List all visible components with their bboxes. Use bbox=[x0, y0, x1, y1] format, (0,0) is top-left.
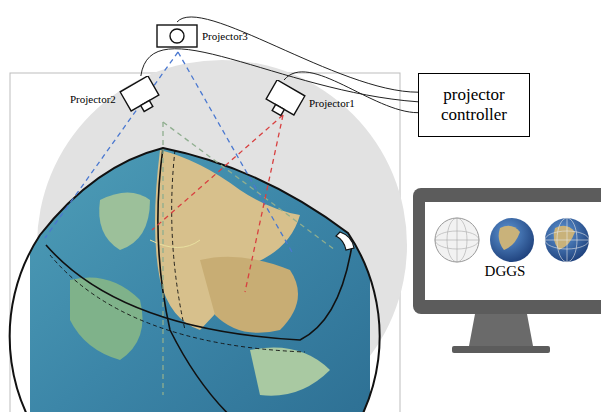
border-line bbox=[150, 240, 200, 248]
land bbox=[250, 348, 330, 396]
projector-symbol bbox=[119, 76, 163, 122]
cable bbox=[284, 72, 418, 113]
screen-label: DGGS bbox=[485, 263, 526, 279]
grid-lines bbox=[545, 218, 589, 262]
ocean bbox=[30, 140, 370, 412]
earth-bowl bbox=[30, 140, 370, 412]
projector-node: Projector2 bbox=[70, 76, 163, 122]
projector-node: Projector3 bbox=[155, 22, 248, 50]
projection-ray bbox=[45, 52, 178, 238]
monitor-screen-area bbox=[425, 202, 601, 300]
projector-label: Projector1 bbox=[309, 97, 355, 109]
land bbox=[200, 257, 298, 333]
monitor-base bbox=[452, 346, 550, 353]
controller-label: projector controller bbox=[429, 85, 519, 126]
land bbox=[99, 193, 150, 251]
projector-label: Projector2 bbox=[70, 93, 116, 105]
projection-ray bbox=[152, 115, 283, 230]
dashed-rim bbox=[172, 150, 185, 330]
projection-ray bbox=[163, 122, 335, 250]
grid-globe bbox=[435, 218, 479, 262]
earth-grid-globe bbox=[545, 218, 589, 262]
earth-globe bbox=[490, 218, 534, 262]
projection-ray bbox=[162, 122, 163, 395]
land bbox=[499, 226, 520, 250]
projection-ray bbox=[245, 115, 283, 292]
cut-edge bbox=[46, 245, 352, 340]
projector-symbol bbox=[262, 80, 306, 126]
projector-symbol bbox=[155, 22, 199, 50]
projector-label: Projector3 bbox=[202, 30, 248, 42]
land bbox=[70, 278, 143, 361]
projector-node: Projector1 bbox=[262, 80, 355, 126]
dashed-rim bbox=[50, 255, 305, 352]
cut-edge bbox=[158, 148, 240, 412]
bowl-outline bbox=[10, 148, 380, 412]
controller-box: projector controller bbox=[418, 73, 530, 137]
rim-lip bbox=[336, 232, 354, 250]
monitor-screen: DGGS bbox=[425, 262, 585, 280]
grid-lines bbox=[435, 218, 479, 262]
monitor-stand bbox=[469, 314, 533, 346]
